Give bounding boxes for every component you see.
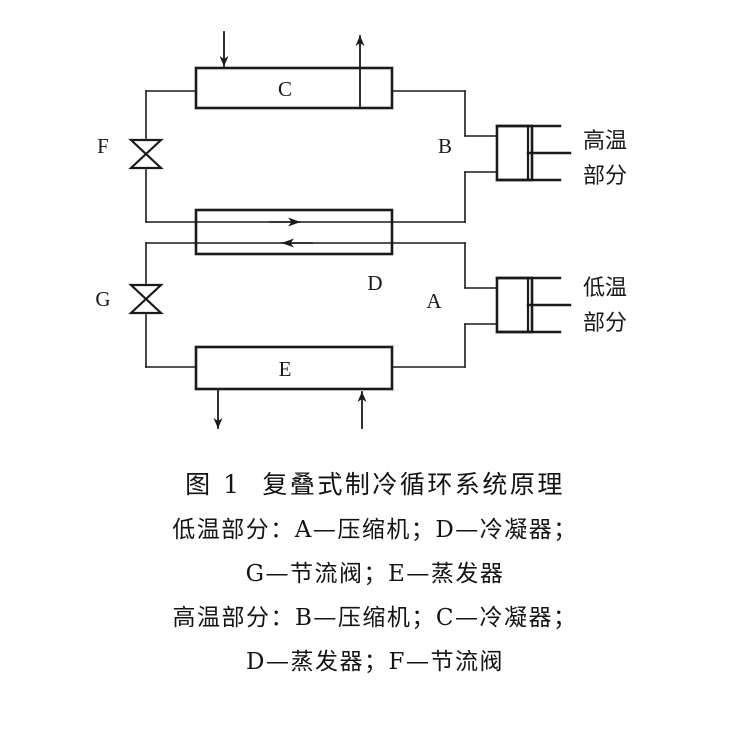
label-high-temp-section-line2: 部分 <box>583 164 627 189</box>
label-exchanger-D: D <box>367 271 382 295</box>
compressor-A-symbol <box>495 276 572 334</box>
throttle-valve-G <box>128 283 164 315</box>
evaporator-E-box <box>194 345 394 391</box>
throttle-valve-F <box>128 138 164 170</box>
label-valve-G: G <box>95 287 110 311</box>
label-compressor-B: B <box>438 134 452 158</box>
figure-caption-line-4: D—蒸发器；F—节流阀 <box>246 649 504 675</box>
figure-caption-line-3: 高温部分：B—压缩机；C—冷凝器； <box>172 605 578 631</box>
label-valve-F: F <box>97 134 109 158</box>
figure-caption-line-1: 低温部分：A—压缩机；D—冷凝器； <box>172 517 578 543</box>
cascade-refrigeration-diagram: C E D B A F G 高温 部分 低温 部分 <box>95 31 627 429</box>
label-low-temp-section-line2: 部分 <box>583 311 627 336</box>
label-compressor-A: A <box>426 289 442 313</box>
figure-caption-line-2: G—节流阀；E—蒸发器 <box>245 561 505 587</box>
compressor-B-symbol <box>495 124 572 182</box>
cascade-exchanger-D-box <box>194 208 394 256</box>
diagram-canvas: C E D B A F G 高温 部分 低温 部分 <box>95 31 627 429</box>
label-condenser-C: C <box>278 77 292 101</box>
figure-caption-title: 图 1 复叠式制冷循环系统原理 <box>185 470 565 499</box>
figure-caption: 图 1 复叠式制冷循环系统原理 低温部分：A—压缩机；D—冷凝器； G—节流阀；… <box>0 462 750 684</box>
label-low-temp-section-line1: 低温 <box>583 276 627 301</box>
condenser-C-box <box>194 66 394 110</box>
label-evaporator-E: E <box>279 357 292 381</box>
label-high-temp-section-line1: 高温 <box>583 129 627 154</box>
